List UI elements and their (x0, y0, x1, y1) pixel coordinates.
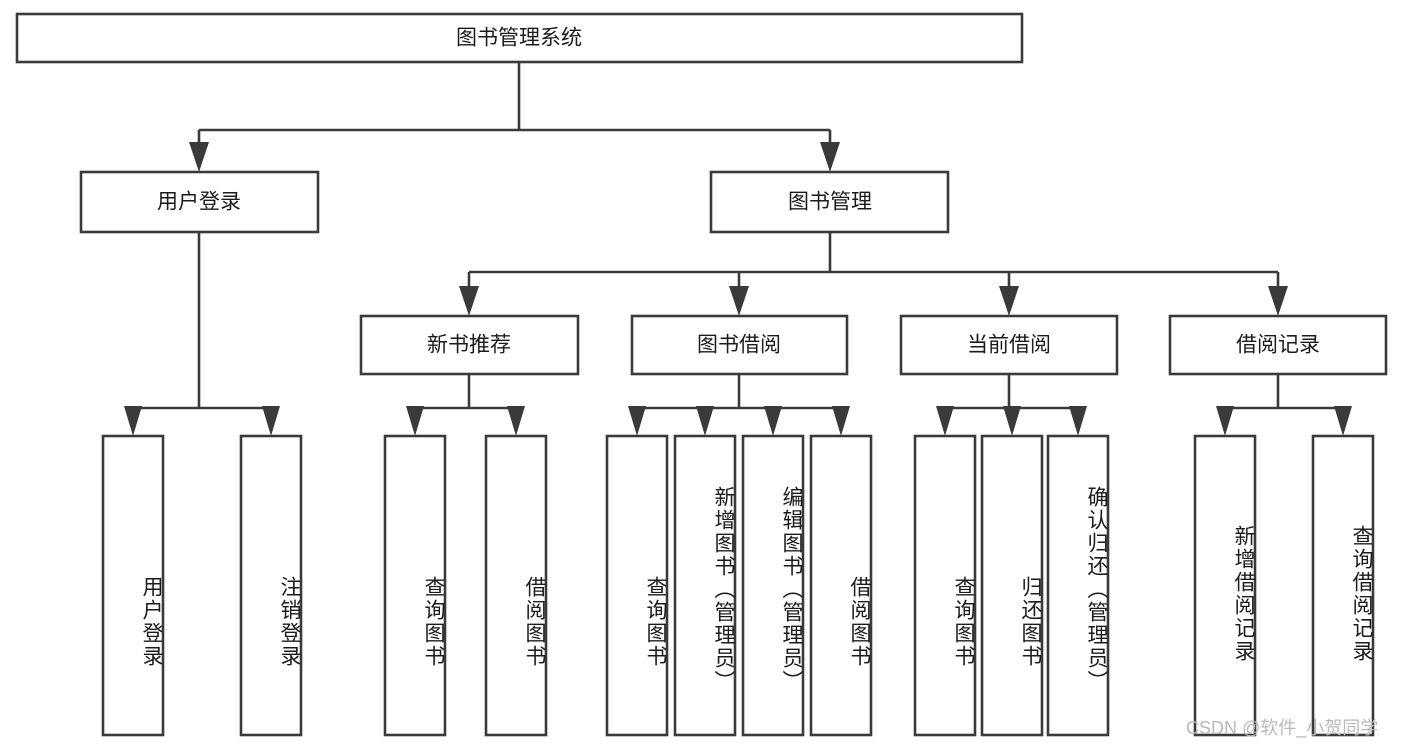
leaf-box-confirm-return[interactable] (1046, 434, 1110, 737)
arrowhead-leaf-query-record (1334, 406, 1352, 436)
node-book-borrow-label: 图书借阅 (697, 334, 781, 357)
node-root-label: 图书管理系统 (456, 27, 582, 50)
node-borrow-record-label: 借阅记录 (1236, 334, 1320, 357)
leaf-box-return-book[interactable] (980, 434, 1044, 737)
arrowhead-new-book-recommend (459, 286, 479, 316)
csdn-watermark: CSDN @软件_小贺同学 (1186, 718, 1379, 738)
node-root-box[interactable] (15, 12, 1024, 64)
connector-group-root (189, 62, 840, 172)
arrowhead-leaf-edit-book (764, 406, 782, 436)
node-book-borrow-box[interactable] (630, 314, 849, 376)
node-book-manage[interactable]: 图书管理 (709, 170, 950, 234)
arrowhead-book-borrow (729, 286, 749, 316)
leaf-box-add-record[interactable] (1193, 434, 1257, 737)
node-current-borrow[interactable]: 当前借阅 (899, 314, 1119, 376)
leaf-box-query-record[interactable] (1311, 434, 1375, 737)
arrowhead-user-login (189, 142, 209, 172)
connector-group-borrow-record (1216, 374, 1352, 436)
node-book-borrow[interactable]: 图书借阅 (630, 314, 849, 376)
arrowhead-leaf-borrow-book-1 (507, 406, 525, 436)
arrowhead-leaf-logout-login (262, 406, 280, 436)
node-borrow-record[interactable]: 借阅记录 (1168, 314, 1388, 376)
connector-group-book-borrow (628, 374, 850, 436)
arrowhead-leaf-borrow-book-2 (832, 406, 850, 436)
node-user-login-label: 用户登录 (157, 191, 241, 214)
leaf-box-query-book-2[interactable] (605, 434, 669, 737)
arrowhead-current-borrow (999, 286, 1019, 316)
arrowhead-leaf-add-book (696, 406, 714, 436)
arrowhead-leaf-query-book-3 (936, 406, 954, 436)
arrowhead-borrow-record (1268, 286, 1288, 316)
node-user-login-box[interactable] (79, 170, 320, 234)
arrowhead-leaf-return-book (1003, 406, 1021, 436)
arrowhead-leaf-add-record (1216, 406, 1234, 436)
node-new-book-recommend-label: 新书推荐 (427, 334, 511, 357)
arrowhead-book-manage (820, 142, 840, 172)
leaf-box-borrow-book-1[interactable] (484, 434, 548, 737)
node-current-borrow-label: 当前借阅 (967, 334, 1051, 357)
leaf-box-add-book[interactable] (673, 434, 737, 737)
arrowhead-leaf-query-book-2 (628, 406, 646, 436)
node-new-book-recommend[interactable]: 新书推荐 (359, 314, 580, 376)
leaf-box-logout-login[interactable] (239, 434, 303, 737)
leaf-box-query-book-3[interactable] (913, 434, 977, 737)
leaf-box-edit-book[interactable] (741, 434, 805, 737)
node-book-manage-box[interactable] (709, 170, 950, 234)
leaf-box-query-book-1[interactable] (383, 434, 447, 737)
arrowhead-leaf-query-book-1 (406, 406, 424, 436)
connector-group-book-manage (459, 232, 1288, 316)
leaf-box-user-login[interactable] (101, 434, 165, 737)
node-book-manage-label: 图书管理 (788, 191, 872, 214)
connector-group-current-borrow (936, 374, 1087, 436)
node-borrow-record-box[interactable] (1168, 314, 1388, 376)
leaf-box-borrow-book-2[interactable] (809, 434, 873, 737)
node-current-borrow-box[interactable] (899, 314, 1119, 376)
arrowhead-leaf-confirm-return (1069, 406, 1087, 436)
connector-group-new-book-recommend (406, 374, 525, 436)
node-new-book-recommend-box[interactable] (359, 314, 580, 376)
arrowhead-leaf-user-login (124, 406, 142, 436)
connector-group-user-login (124, 232, 280, 436)
node-root[interactable]: 图书管理系统 (15, 12, 1024, 64)
node-user-login[interactable]: 用户登录 (79, 170, 320, 234)
